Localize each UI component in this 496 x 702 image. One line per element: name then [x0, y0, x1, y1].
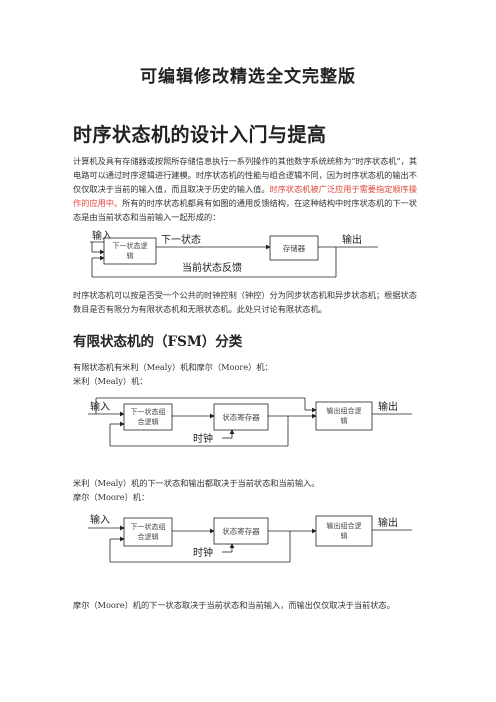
svg-text:下一状态逻: 下一状态逻: [113, 241, 148, 250]
d2-register-label: 状态寄存器: [222, 412, 260, 422]
moore-label: 摩尔（Moore）机：: [73, 492, 150, 502]
svg-text:输出组合逻: 输出组合逻: [327, 406, 362, 415]
svg-text:辑: 辑: [341, 416, 348, 425]
svg-text:辑: 辑: [127, 251, 134, 260]
intro-text-1: 计算机及具有存储器或按照所存储信息执行一系列操作的其他数字系统统称为“时序状态机…: [73, 156, 418, 194]
mealy-diagram: 输入 下一状态组 合逻辑 状态寄存器 输出组合逻 辑 输出 时钟: [88, 397, 412, 447]
d1-memory-box: [269, 235, 319, 261]
intro-paragraph: 计算机及具有存储器或按照所存储信息执行一系列操作的其他数字系统统称为“时序状态机…: [73, 154, 425, 224]
d1-output-label: 输出: [342, 233, 362, 246]
svg-text:合逻辑: 合逻辑: [138, 532, 159, 541]
d1-logic-box: [103, 237, 157, 265]
banner-title: 可编辑修改精选全文完整版: [140, 67, 356, 87]
d2-out-logic-box: [315, 401, 373, 431]
svg-text:下一状态组: 下一状态组: [131, 407, 166, 416]
svg-text:下一状态组: 下一状态组: [131, 522, 166, 531]
moore-diagram: 输入 下一状态组 合逻辑 状态寄存器 输出组合逻 辑 输出 时钟: [88, 513, 412, 563]
svg-text:辑: 辑: [341, 531, 348, 540]
d3-register-label: 状态寄存器: [222, 526, 260, 536]
d1-feedback-label: 当前状态反馈: [182, 261, 242, 274]
d3-register-box: [213, 517, 269, 545]
intro-highlight: 时序状态机被广泛应用于需要指定顺序操作的应用中。: [73, 184, 417, 208]
d3-logic-box: [123, 517, 173, 547]
feedback-diagram: 输入 下一状态逻 辑 下一状态 存储器 输出 当前状态反馈: [90, 229, 378, 278]
fsm-intro: 有限状态机有米利（Mealy）机和摩尔（Moore）机：: [73, 362, 273, 372]
sync-async-paragraph: 时序状态机可以按是否受一个公共的时钟控制（钟控）分为同步状态机和异步状态机；根据…: [73, 290, 417, 314]
mealy-description: 米利（Mealy）机的下一状态和输出都取决于当前状态和当前输入。: [73, 478, 320, 488]
d2-clock-label: 时钟: [193, 432, 213, 445]
d1-memory-label: 存储器: [283, 243, 306, 253]
svg-text:合逻辑: 合逻辑: [138, 417, 159, 426]
page-title: 时序状态机的设计入门与提高: [73, 124, 327, 146]
section-title: 有限状态机的（FSM）分类: [73, 334, 243, 350]
svg-text:输出组合逻: 输出组合逻: [327, 521, 362, 530]
moore-description: 摩尔（Moore）机的下一状态取决于当前状态和当前输入，而输出仅仅取决于当前状态…: [73, 600, 395, 610]
d2-register-box: [213, 403, 269, 431]
mealy-label: 米利（Mealy）机：: [73, 376, 148, 386]
d2-input-label: 输入: [90, 400, 110, 413]
d3-output-label: 输出: [378, 516, 398, 529]
d3-out-logic-box: [315, 515, 373, 547]
d2-output-label: 输出: [378, 400, 398, 413]
d3-clock-label: 时钟: [193, 546, 213, 559]
intro-text-2: 所有的时序状态机都具有如图的通用反馈结构，在这种结构中时序状态机的下一状态是由当…: [73, 198, 417, 222]
d2-logic-box: [123, 403, 173, 431]
d1-next-state-label: 下一状态: [161, 233, 201, 246]
d3-input-label: 输入: [90, 513, 110, 526]
